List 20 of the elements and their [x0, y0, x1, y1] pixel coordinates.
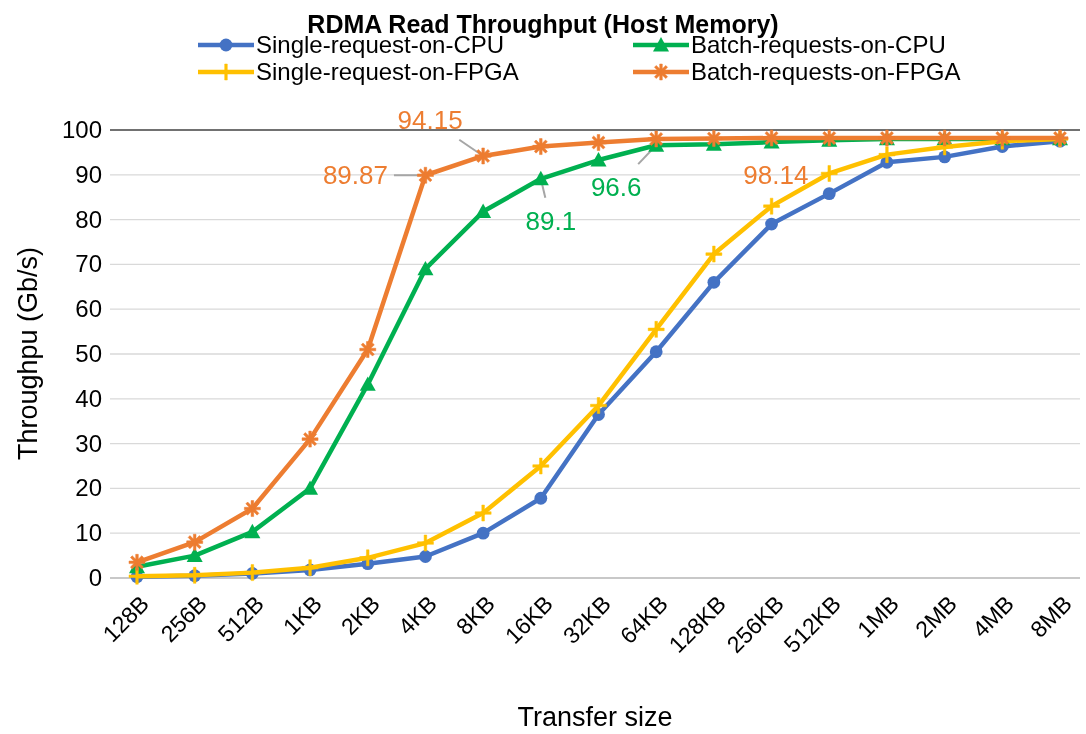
data-label: 94.15 — [396, 106, 464, 133]
data-label: 89.1 — [524, 207, 578, 234]
data-label: 98.14 — [742, 161, 810, 188]
tick-label: 8KB — [449, 592, 500, 642]
tick-label: 2KB — [334, 592, 384, 642]
tick-label: 10 — [74, 521, 102, 546]
axis-title: Throughpu (Gb/s) — [14, 245, 42, 463]
tick-label: 0 — [87, 566, 102, 590]
legend-label: Batch-requests-on-FPGA — [691, 60, 961, 84]
tick-label: 100 — [60, 118, 102, 142]
data-label: 96.6 — [589, 174, 643, 201]
tick-label: 4MB — [966, 592, 1019, 645]
legend-label: Single-request-on-FPGA — [256, 60, 519, 84]
tick-label: 4KB — [392, 592, 442, 642]
data-label: 89.87 — [321, 162, 389, 189]
axis-title: Transfer size — [516, 704, 674, 731]
tick-label: 1KB — [276, 592, 327, 642]
tick-label: 80 — [74, 207, 102, 232]
tick-label: 20 — [74, 476, 102, 501]
tick-label: 90 — [74, 162, 102, 187]
